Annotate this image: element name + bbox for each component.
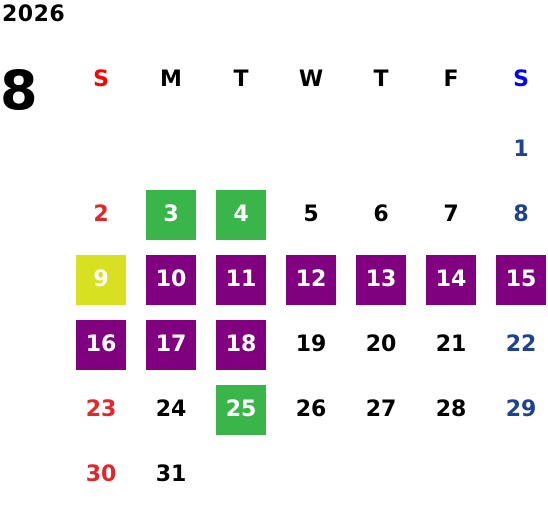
day-cell[interactable]: 2 bbox=[66, 181, 136, 246]
day-cell[interactable]: 12 bbox=[276, 246, 346, 311]
day-number: 21 bbox=[435, 332, 467, 357]
day-number: 24 bbox=[155, 397, 187, 422]
day-cell[interactable]: 25 bbox=[206, 376, 276, 441]
day-number: 20 bbox=[365, 332, 397, 357]
day-cell[interactable]: 21 bbox=[416, 311, 486, 376]
day-cell[interactable]: 22 bbox=[486, 311, 548, 376]
month-label: 8 bbox=[0, 59, 38, 122]
day-cell[interactable]: 26 bbox=[276, 376, 346, 441]
day-cell[interactable]: 27 bbox=[346, 376, 416, 441]
day-number: 2 bbox=[93, 202, 109, 227]
day-cell[interactable]: 31 bbox=[136, 441, 206, 506]
day-number: 12 bbox=[286, 255, 336, 305]
day-cell[interactable]: 7 bbox=[416, 181, 486, 246]
day-cell[interactable]: 4 bbox=[206, 181, 276, 246]
day-number: 16 bbox=[76, 320, 126, 370]
day-cell[interactable]: 23 bbox=[66, 376, 136, 441]
day-number: 27 bbox=[365, 397, 397, 422]
weekday-friday: F bbox=[443, 67, 459, 92]
day-number: 10 bbox=[146, 255, 196, 305]
day-number: 26 bbox=[295, 397, 327, 422]
day-number: 6 bbox=[373, 202, 389, 227]
day-number: 18 bbox=[216, 320, 266, 370]
day-number: 8 bbox=[513, 202, 529, 227]
day-cell[interactable]: 16 bbox=[66, 311, 136, 376]
day-number: 31 bbox=[155, 462, 187, 487]
day-number: 30 bbox=[85, 462, 117, 487]
day-cell[interactable]: 6 bbox=[346, 181, 416, 246]
day-cell[interactable]: 28 bbox=[416, 376, 486, 441]
weekday-header: S M T W T F S bbox=[66, 62, 548, 98]
day-number: 1 bbox=[513, 137, 529, 162]
day-number: 13 bbox=[356, 255, 406, 305]
day-number: 17 bbox=[146, 320, 196, 370]
day-cell[interactable]: 5 bbox=[276, 181, 346, 246]
day-cell[interactable]: 11 bbox=[206, 246, 276, 311]
day-number: 15 bbox=[496, 255, 546, 305]
weekday-tuesday: T bbox=[233, 67, 249, 92]
day-cell[interactable]: 9 bbox=[66, 246, 136, 311]
day-cell[interactable]: 20 bbox=[346, 311, 416, 376]
year-label: 2026 bbox=[2, 2, 66, 27]
day-number: 29 bbox=[505, 397, 537, 422]
day-number: 5 bbox=[303, 202, 319, 227]
day-number: 19 bbox=[295, 332, 327, 357]
day-number: 28 bbox=[435, 397, 467, 422]
day-cell[interactable]: 15 bbox=[486, 246, 548, 311]
weekday-sunday: S bbox=[93, 67, 109, 92]
day-cell[interactable]: 24 bbox=[136, 376, 206, 441]
weekday-monday: M bbox=[160, 67, 182, 92]
day-number: 3 bbox=[146, 190, 196, 240]
day-number: 11 bbox=[216, 255, 266, 305]
day-cell[interactable]: 14 bbox=[416, 246, 486, 311]
day-cell[interactable]: 8 bbox=[486, 181, 548, 246]
day-cell[interactable]: 3 bbox=[136, 181, 206, 246]
day-number: 14 bbox=[426, 255, 476, 305]
day-number: 22 bbox=[505, 332, 537, 357]
day-number: 23 bbox=[85, 397, 117, 422]
day-cell[interactable]: 19 bbox=[276, 311, 346, 376]
day-cell[interactable]: 17 bbox=[136, 311, 206, 376]
day-number: 25 bbox=[216, 385, 266, 435]
weekday-wednesday: W bbox=[298, 67, 324, 92]
day-cell[interactable]: 1 bbox=[486, 116, 548, 181]
day-cell[interactable]: 29 bbox=[486, 376, 548, 441]
day-number: 9 bbox=[76, 255, 126, 305]
day-number: 4 bbox=[216, 190, 266, 240]
day-cell[interactable]: 30 bbox=[66, 441, 136, 506]
weekday-saturday: S bbox=[513, 67, 529, 92]
weekday-thursday: T bbox=[373, 67, 389, 92]
day-number: 7 bbox=[443, 202, 459, 227]
day-cell[interactable]: 13 bbox=[346, 246, 416, 311]
day-cell[interactable]: 10 bbox=[136, 246, 206, 311]
day-cell[interactable]: 18 bbox=[206, 311, 276, 376]
